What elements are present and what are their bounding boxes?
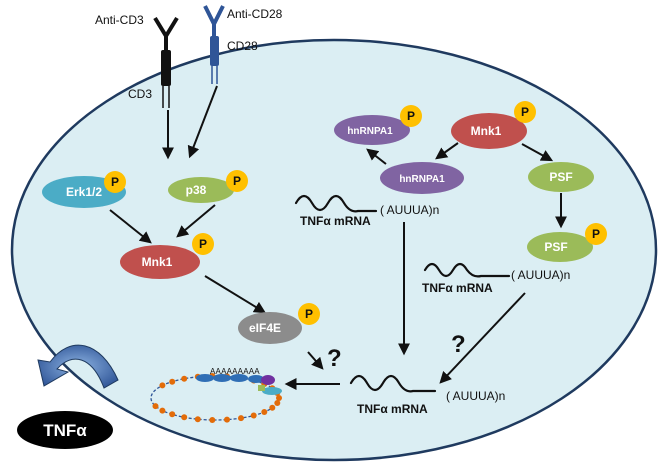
psf-top-node <box>528 162 594 192</box>
anti-cd28-label: Anti-CD28 <box>227 7 283 21</box>
mrna-bead <box>159 382 166 389</box>
mrna-bead <box>269 404 276 411</box>
tnf-output-node <box>17 411 113 449</box>
psf-low-phospho-badge <box>585 223 607 245</box>
psf-low-phospho-label: P <box>592 227 600 241</box>
hnrnpa1-mid-node <box>380 162 464 194</box>
mrna-bead <box>159 407 166 414</box>
mnk1-left-phospho-badge <box>192 233 214 255</box>
mrna-bead <box>194 416 201 423</box>
cd28-receptor <box>203 5 225 84</box>
tnf-output-label: TNFα <box>43 421 87 440</box>
p38-phospho-label: P <box>233 174 241 188</box>
p38-phospho-badge <box>226 170 248 192</box>
hnrnpa1-top-label: hnRNPA1 <box>347 126 393 137</box>
cd3-receptor <box>153 16 179 108</box>
mrna-bead <box>209 417 216 423</box>
arrow-p38-to-mnk1 <box>176 204 216 238</box>
mrna-bead <box>224 416 230 423</box>
cd3-label: CD3 <box>128 87 152 101</box>
arrow-erk-to-mnk1 <box>109 209 152 244</box>
mnk1-right-label: Mnk1 <box>471 124 502 138</box>
hnrnpa1-top-phospho-badge <box>400 105 422 127</box>
mrna-bead <box>250 412 257 419</box>
arrow-eif4e-to-ribosome <box>307 351 324 370</box>
mrna-bead <box>276 395 282 401</box>
psf-top-label: PSF <box>549 170 572 184</box>
hnrnpa1-top-node <box>334 115 410 145</box>
erk-phospho-label: P <box>111 175 119 189</box>
mrna-wave-2 <box>423 262 511 278</box>
arrow-hnrnpa1-to-phospho <box>366 148 387 165</box>
mrna-bead <box>181 414 188 421</box>
arrow-mnk1-to-eif4e <box>204 275 267 314</box>
hnrnpa1-top-phospho-label: P <box>407 109 415 123</box>
mrna-2-label: TNFα mRNA <box>422 281 493 295</box>
mrna-3-label: TNFα mRNA <box>357 402 428 416</box>
eif4e-phospho-label: P <box>305 307 313 321</box>
erk-phospho-badge <box>104 171 126 193</box>
mrna-1-motif: ( AUUUA)n <box>380 203 439 217</box>
mrna-wave-3 <box>349 374 437 393</box>
cd28-label: CD28 <box>227 39 258 53</box>
circular-mrna-complex <box>150 373 282 423</box>
mrna-3-motif: ( AUUUA)n <box>446 389 505 403</box>
p38-label: p38 <box>186 183 207 197</box>
hnrnpa1-mid-label: hnRNPA1 <box>399 174 445 185</box>
mnk1-right-phospho-badge <box>514 101 536 123</box>
mrna-bead <box>181 375 188 382</box>
arrow-psf-to-mrna <box>439 292 526 384</box>
mrna-bead <box>261 409 268 415</box>
mrna-wave-1 <box>294 194 378 213</box>
mrna-bead <box>152 403 159 410</box>
arrow-mnk1-to-hnrnpa1 <box>435 142 459 160</box>
arrow-cd28-to-signal <box>187 85 218 159</box>
question-mark-right: ? <box>451 331 466 358</box>
mrna-2-motif: ( AUUUA)n <box>511 268 570 282</box>
psf-low-label: PSF <box>544 240 567 254</box>
eif4e-node <box>238 312 302 344</box>
mrna-bead <box>274 400 281 406</box>
anti-cd3-label: Anti-CD3 <box>95 13 144 27</box>
psf-low-node <box>527 232 593 262</box>
arrow-mnk1-to-psf <box>521 143 554 162</box>
question-mark-left: ? <box>327 345 342 372</box>
secretion-curved-arrow <box>37 344 119 389</box>
mnk1-right-phospho-label: P <box>521 105 529 119</box>
mnk1-left-node <box>120 245 200 279</box>
mrna-1-label: TNFα mRNA <box>300 214 371 228</box>
mnk1-right-node <box>451 113 527 149</box>
mrna-bead <box>169 411 176 418</box>
mrna-bead <box>238 415 244 422</box>
mnk1-left-label: Mnk1 <box>142 255 173 269</box>
eif4e-phospho-badge <box>298 303 320 325</box>
erk-label: Erk1/2 <box>66 185 102 199</box>
mrna-bead <box>169 378 176 385</box>
polya-label: AAAAAAAAA <box>210 367 260 376</box>
mnk1-left-phospho-label: P <box>199 237 207 251</box>
p38-node <box>168 177 234 203</box>
eif4e-label: eIF4E <box>249 321 281 335</box>
